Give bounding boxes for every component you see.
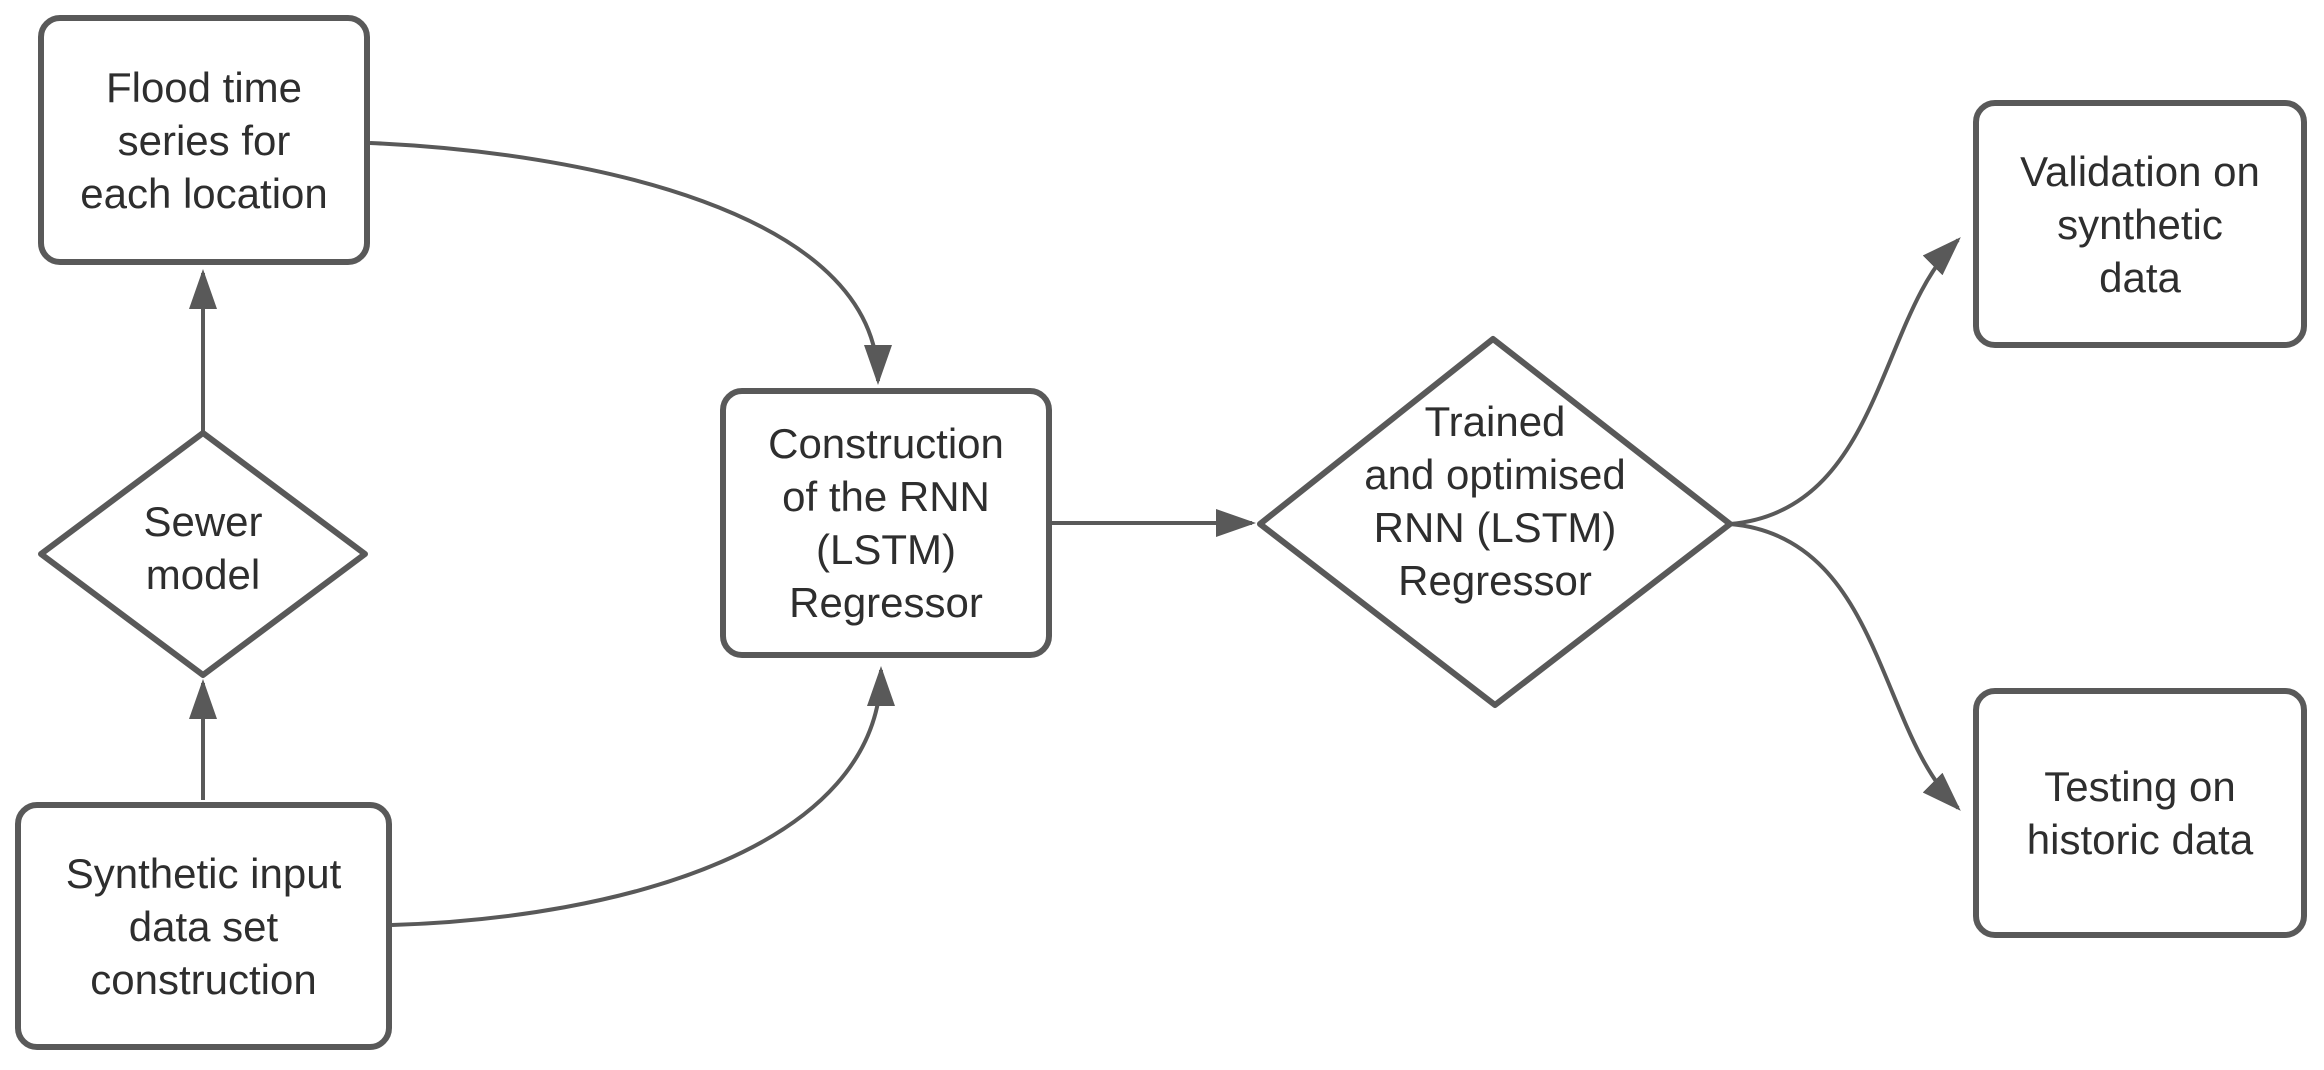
node-synthetic-input: Synthetic input data set construction	[15, 802, 392, 1050]
node-flood-time-series: Flood time series for each location	[38, 15, 370, 265]
node-validation-synthetic: Validation on synthetic data	[1973, 100, 2307, 348]
node-testing-historic-label: Testing on historic data	[2026, 763, 2254, 863]
node-validation-synthetic-label: Validation on synthetic data	[2020, 147, 2260, 301]
edge-synthetic-to-construction	[391, 666, 895, 927]
node-testing-historic: Testing on historic data	[1973, 688, 2307, 938]
node-construction-rnn-label: Construction of the RNN (LSTM) Regressor	[768, 420, 1004, 626]
trained-diamond-shape	[1257, 336, 1733, 708]
edge-trained-to-testing	[1729, 522, 1961, 811]
edge-trained-to-validation	[1729, 237, 1961, 526]
node-synthetic-input-label: Synthetic input data set construction	[65, 849, 342, 1003]
node-construction-rnn: Construction of the RNN (LSTM) Regressor	[720, 388, 1052, 658]
edge-flood-to-construction	[369, 141, 892, 385]
sewer-diamond-shape	[38, 430, 368, 678]
node-flood-time-series-label: Flood time series for each location	[80, 63, 328, 217]
